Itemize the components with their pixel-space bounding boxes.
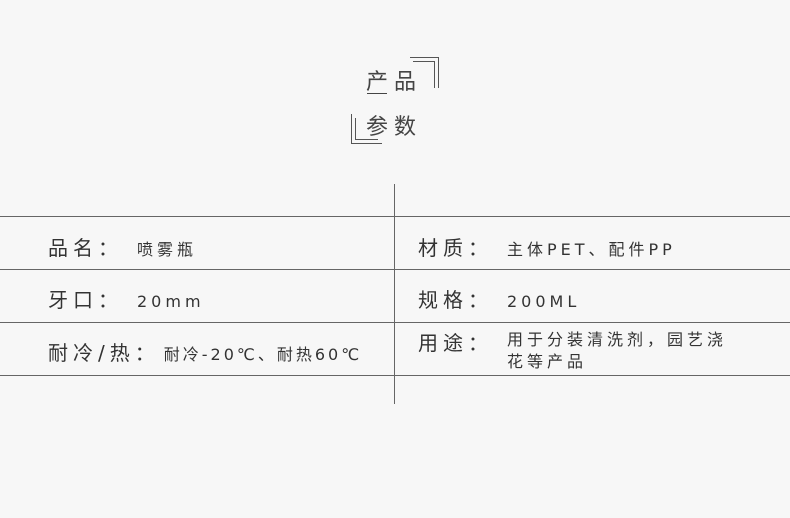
table-column-divider (394, 184, 395, 404)
param-label: 品名： (48, 236, 123, 260)
param-neck-size: 牙口： 20mm (48, 284, 205, 313)
param-label: 牙口： (48, 288, 123, 312)
table-row-divider (0, 269, 790, 270)
param-value: 200ML (507, 292, 581, 311)
param-material: 材质： 主体PET、配件PP (418, 232, 676, 261)
decorative-frame-bottom-left-inner (355, 118, 378, 140)
param-value: 喷雾瓶 (137, 240, 198, 259)
param-label: 材质： (418, 236, 493, 260)
param-temperature: 耐冷/热： 耐冷-20℃、耐热60℃ (48, 337, 362, 366)
param-label: 耐冷/热： (48, 341, 160, 365)
title-line-1: 产品 (366, 70, 423, 95)
param-usage: 用途： 用于分装清洗剂，园艺浇花等产品 (418, 327, 737, 373)
table-row-divider (0, 216, 790, 217)
title-line-2: 参数 (366, 115, 423, 140)
decorative-frame-top-right (410, 57, 439, 88)
param-value: 20mm (137, 292, 205, 311)
table-row-divider (0, 375, 790, 376)
param-capacity: 规格： 200ML (418, 284, 580, 313)
decorative-frame-top-right-inner (413, 61, 435, 88)
param-label: 用途： (418, 331, 493, 355)
decorative-frame-bottom-left (351, 114, 382, 144)
table-row-divider (0, 322, 790, 323)
section-header: 产品 参数 (0, 0, 790, 150)
param-label: 规格： (418, 288, 493, 312)
param-value: 耐冷-20℃、耐热60℃ (163, 345, 363, 364)
param-value: 主体PET、配件PP (507, 240, 676, 259)
param-name: 品名： 喷雾瓶 (48, 232, 197, 261)
param-value: 用于分装清洗剂，园艺浇花等产品 (507, 330, 728, 371)
title-underline (367, 93, 387, 94)
